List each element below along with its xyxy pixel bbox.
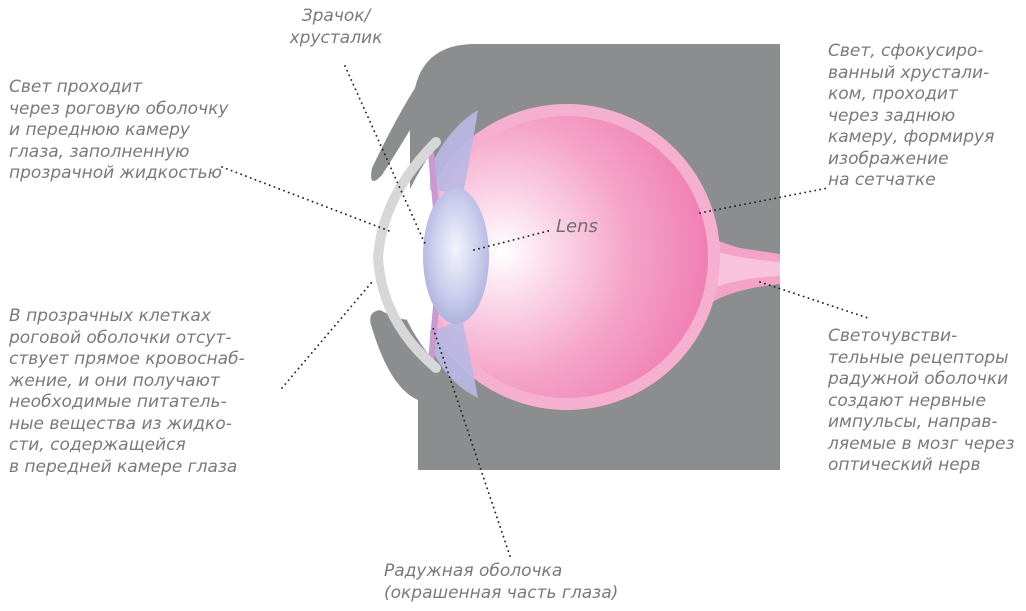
label-line: тельные рецепторы	[828, 348, 1014, 370]
label-line: в передней камере глаза	[9, 457, 245, 479]
label-line: Свет, сфокусиро-	[828, 41, 994, 63]
leader-cornea-cells	[282, 282, 372, 388]
label-line: сти, содержащейся	[9, 435, 245, 457]
label-lens: Lens	[556, 216, 598, 238]
label-line: на сетчатке	[828, 170, 994, 192]
label-line: изображение	[828, 149, 994, 171]
label-line: через заднюю	[828, 106, 994, 128]
label-line: создают нервные	[828, 391, 1014, 413]
label-line: жение, и они получают	[9, 371, 245, 393]
lens	[423, 188, 489, 324]
label-line: ные вещества из жидко-	[9, 414, 245, 436]
label-line: (окрашенная часть глаза)	[384, 583, 618, 605]
label-line: Зрачок/	[280, 6, 392, 28]
label-line: Светочувстви-	[828, 326, 1014, 348]
label-line: камеру, формируя	[828, 127, 994, 149]
label-line: глаза, заполненную	[9, 142, 228, 164]
leader-cornea-light	[222, 167, 392, 232]
label-line: Радужная оболочка	[384, 561, 618, 583]
label-line: Свет проходит	[9, 77, 228, 99]
label-line: ком, проходит	[828, 84, 994, 106]
label-line: ствует прямое кровоснаб-	[9, 349, 245, 371]
label-pupil-lens: Зрачок/ хрусталик	[280, 6, 392, 49]
label-line: ляемые в мозг через	[828, 434, 1014, 456]
label-line: через роговую оболочку	[9, 99, 228, 121]
label-line: В прозрачных клетках	[9, 306, 245, 328]
label-focused-light: Свет, сфокусиро- ванный хрустали- ком, п…	[828, 41, 994, 192]
label-line: оптический нерв	[828, 455, 1014, 477]
label-cornea-light: Свет проходит через роговую оболочку и п…	[9, 77, 228, 185]
label-line: необходимые питатель-	[9, 392, 245, 414]
label-line: прозрачной жидкостью	[9, 163, 228, 185]
label-line: радужной оболочки	[828, 369, 1014, 391]
label-line: хрусталик	[280, 28, 392, 50]
label-line: импульсы, направ-	[828, 412, 1014, 434]
label-cornea-cells: В прозрачных клетках роговой оболочки от…	[9, 306, 245, 478]
label-iris: Радужная оболочка (окрашенная часть глаз…	[384, 561, 618, 604]
label-line: ванный хрустали-	[828, 63, 994, 85]
label-line: роговой оболочки отсут-	[9, 328, 245, 350]
label-receptors: Светочувстви- тельные рецепторы радужной…	[828, 326, 1014, 477]
label-line: и переднюю камеру	[9, 120, 228, 142]
